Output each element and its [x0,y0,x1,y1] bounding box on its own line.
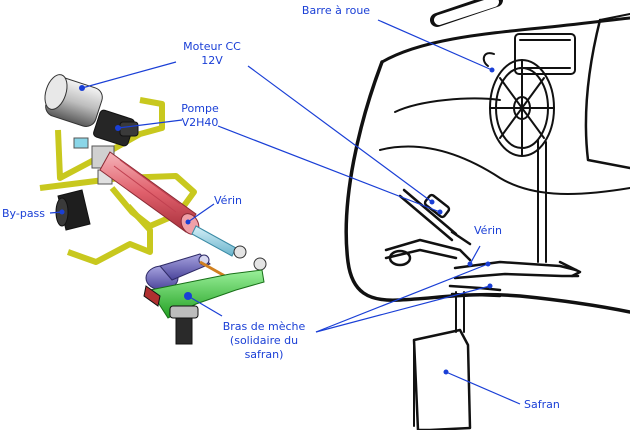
label-pompe-2: V2H40 [182,116,219,129]
label-moteur-1: Moteur CC [183,40,241,53]
leader-bras [187,295,223,317]
leader-bras-r1 [315,263,489,333]
cockpit-coaming [380,16,630,64]
tiller-arm-rear [145,253,211,291]
leader-verin-right [469,245,481,265]
rod-end [233,245,247,259]
leader-lines [49,19,521,405]
bulkhead [584,18,630,170]
leader-pompe [117,119,183,129]
piston-rod [191,225,237,257]
label-safran: Safran [524,398,560,411]
assembly-render [39,74,267,345]
label-pompe-1: Pompe [181,102,219,115]
label-moteur-2: 12V [201,54,223,67]
steering-wheel [482,33,576,157]
dc-motor [44,74,103,127]
label-verin-left: Vérin [214,194,242,207]
label-bras-2: (solidaire du [230,334,298,347]
rudder-shaft [455,291,465,333]
label-verin-right: Vérin [474,224,502,237]
rudder-stock [143,285,199,345]
leader-moteur [81,61,177,89]
leader-pompe-right [217,125,441,213]
labels: Moteur CC 12V Pompe V2H40 Vérin By-pass … [2,4,560,411]
leader-dots [59,67,495,375]
leader-verin-left [187,203,215,223]
label-barre: Barre à roue [302,4,370,17]
leader-safran [445,371,521,405]
cockpit-inner [379,145,630,195]
boat-drawing [344,0,630,430]
linkage-right [384,188,582,298]
label-bypass: By-pass [2,207,45,220]
leader-barre [377,19,493,71]
pivot [253,257,267,271]
label-bras-1: Bras de mèche [223,320,306,333]
label-bras-3: safran) [245,348,284,361]
leader-moteur-right [247,65,433,203]
rudder-blade [412,328,472,430]
leader-bras-r2 [315,285,491,333]
pedestal [537,139,547,263]
